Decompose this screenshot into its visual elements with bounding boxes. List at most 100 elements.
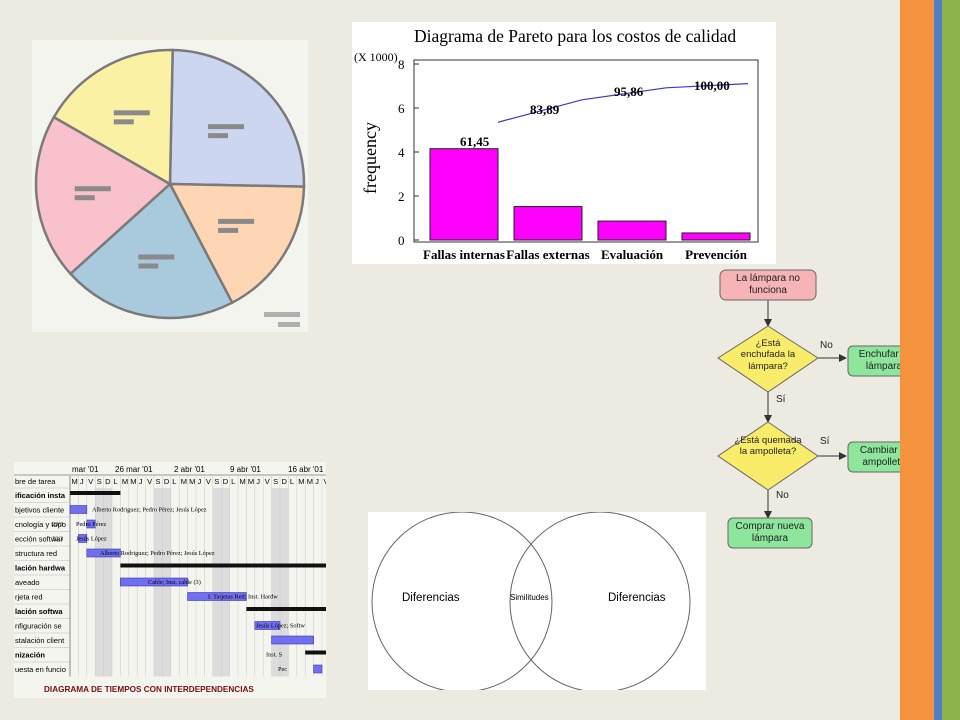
pareto-bar xyxy=(513,206,583,241)
gantt-task-name: nfiguración se xyxy=(15,622,62,631)
pareto-multiplier: (X 1000) xyxy=(354,50,398,64)
gantt-task-bar xyxy=(313,664,323,674)
gantt-day-label: M xyxy=(130,477,136,486)
gantt-resource-label: 22/3 xyxy=(52,536,63,543)
pie-label-placeholder xyxy=(113,119,134,125)
gantt-weekend-shade xyxy=(271,488,280,677)
gantt-resource-label: Alberto Rodriguez; Pedro Pérez; Jesús Ló… xyxy=(100,550,215,557)
pareto-cumulative-label: 100,00 xyxy=(694,78,730,93)
gantt-day-label: V xyxy=(324,477,327,486)
pie-label-placeholder xyxy=(218,227,239,233)
gantt-task-bar xyxy=(78,534,88,543)
gantt-week-label: 26 mar '01 xyxy=(115,465,153,474)
gantt-week-label: 16 abr '01 xyxy=(288,465,324,474)
gantt-header-label: bre de tarea xyxy=(15,477,56,486)
pie-chart-panel xyxy=(32,40,308,332)
pareto-category-label: Fallas externas xyxy=(506,247,589,262)
gantt-task-name: ección softwar xyxy=(15,535,63,544)
flow-end-box xyxy=(727,517,813,549)
decorative-stripe-orange xyxy=(900,0,934,720)
gantt-task-bar xyxy=(254,621,281,630)
gantt-task-name: aveado xyxy=(15,578,40,587)
gantt-week-label: 2 abr '01 xyxy=(174,465,205,474)
gantt-task-bar xyxy=(187,592,247,601)
pie-label-placeholder xyxy=(208,133,229,139)
flow-decision-2 xyxy=(717,421,819,491)
pareto-cumulative-line xyxy=(497,83,749,123)
gantt-week-label: mar '01 xyxy=(72,465,99,474)
gantt-task-name: rjeta red xyxy=(15,593,43,602)
venn-left-label: Diferencias xyxy=(402,592,460,604)
pie-label-placeholder xyxy=(113,110,150,116)
pie-label-placeholder xyxy=(138,263,159,269)
gantt-day-label: J xyxy=(256,477,260,486)
gantt-day-label: D xyxy=(105,477,111,486)
pareto-category-label: Evaluación xyxy=(601,247,664,262)
pie-legend-placeholder xyxy=(264,312,300,317)
pareto-cumulative-label: 95,86 xyxy=(614,84,644,99)
gantt-day-label: V xyxy=(206,477,211,486)
gantt-day-label: J xyxy=(80,477,84,486)
pareto-y-tick-label: 4 xyxy=(398,145,405,160)
gantt-day-label: L xyxy=(114,477,118,486)
pareto-bar xyxy=(597,220,667,241)
pareto-cumulative-label: 61,45 xyxy=(460,134,490,149)
flow-text-q2-no: No xyxy=(776,490,789,501)
gantt-week-label: 9 abr '01 xyxy=(230,465,261,474)
pie-legend-placeholder xyxy=(278,322,300,327)
gantt-resource-label: Jesús López; Softw xyxy=(256,623,305,630)
gantt-resource-label: Pedro Pérez xyxy=(76,521,106,528)
gantt-day-label: J xyxy=(139,477,143,486)
gantt-day-label: J xyxy=(198,477,202,486)
pie-slice xyxy=(34,115,173,276)
gantt-resource-label: I. Tarjetas Red; Inst. Hardw xyxy=(208,594,278,601)
gantt-day-label: L xyxy=(290,477,294,486)
pareto-y-tick-label: 0 xyxy=(398,233,405,248)
gantt-task-name: uesta en funcio xyxy=(15,665,66,674)
gantt-day-label: S xyxy=(214,477,219,486)
gantt-task-bar xyxy=(120,577,188,587)
flow-text-q1: ¿Está enchufada la lámpara? xyxy=(740,338,796,372)
decorative-stripe-green xyxy=(942,0,960,720)
pareto-category-label: Fallas internas xyxy=(423,247,505,262)
pareto-title: Diagrama de Pareto para los costos de ca… xyxy=(414,26,736,46)
venn-right-label: Diferencias xyxy=(608,592,666,604)
flow-text-action2: Cambiar la ampolleta xyxy=(859,445,909,468)
gantt-summary-bar xyxy=(246,607,331,611)
gantt-day-label: M xyxy=(240,477,246,486)
gantt-task-bar xyxy=(271,635,314,645)
gantt-summary-bar xyxy=(70,491,121,495)
decorative-stripe-blue xyxy=(934,0,942,720)
gantt-resource-label: Inst. S xyxy=(266,652,283,659)
gantt-chart-panel: mar '01 26 mar '01 2 abr '01 9 abr '01 16 ab… xyxy=(14,462,348,698)
pareto-bar xyxy=(681,232,751,241)
gantt-weekend-shade xyxy=(280,488,289,677)
pie-label-placeholder xyxy=(218,218,255,224)
gantt-caption: DIAGRAMA DE TIEMPOS CON INTERDEPENDENCIA… xyxy=(44,685,254,694)
gantt-day-label: M xyxy=(72,477,78,486)
pie-label-placeholder xyxy=(74,195,95,201)
gantt-day-label: M xyxy=(189,477,195,486)
pie-slice xyxy=(52,48,174,187)
pie-slice xyxy=(167,182,306,305)
gantt-weekend-shade xyxy=(212,488,222,677)
venn-center-label: Similitudes xyxy=(510,593,549,602)
flow-text-q2: ¿Está quemada la ampolleta? xyxy=(734,435,802,458)
pareto-y-tick-label: 8 xyxy=(398,57,405,72)
gantt-task-name: lación softwa xyxy=(15,607,63,616)
gantt-task-bar xyxy=(69,505,88,514)
gantt-resource-label: Jesús López xyxy=(76,536,107,543)
gantt-resource-label: Cable; Inst. cable (3) xyxy=(148,579,201,586)
gantt-day-label: S xyxy=(156,477,161,486)
gantt-task-bar xyxy=(86,548,121,558)
gantt-task-name: bjetivos cliente xyxy=(15,506,64,515)
flow-text-end: Comprar nueva lámpara xyxy=(735,521,805,544)
pareto-cumulative-label: 83,89 xyxy=(530,102,560,117)
gantt-task-name: structura red xyxy=(15,549,57,558)
gantt-day-label: V xyxy=(265,477,270,486)
gantt-weekend-shade xyxy=(103,488,112,677)
pareto-category-label: Prevención xyxy=(685,247,748,262)
flow-decision-1 xyxy=(717,325,819,393)
pareto-y-tick-label: 2 xyxy=(398,189,405,204)
pareto-ylabel: frequency xyxy=(360,122,380,194)
